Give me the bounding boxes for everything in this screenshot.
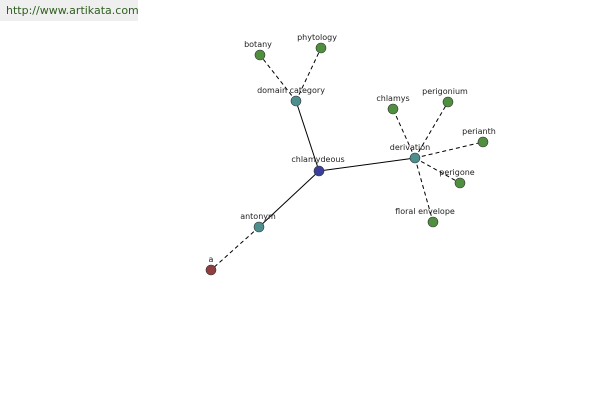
node-antonym-label: antonym [240, 212, 276, 221]
node-domain-category[interactable]: domain category [257, 86, 325, 107]
node-floral-envelope-dot[interactable] [427, 216, 439, 228]
edge-derivation-to-perigonium [414, 101, 449, 159]
node-perigonium-dot[interactable] [442, 96, 454, 108]
node-perigonium[interactable]: perigonium [422, 87, 468, 108]
node-antonym-dot[interactable] [253, 221, 265, 233]
node-phytology-label: phytology [297, 33, 337, 42]
edge-domain-category-to-botany [259, 54, 297, 102]
node-floral-envelope[interactable]: floral envelope [395, 207, 455, 228]
node-botany-dot[interactable] [254, 49, 266, 61]
node-a-dot[interactable] [205, 264, 217, 276]
node-derivation-label: derivation [390, 143, 430, 152]
edges-layer [210, 47, 484, 271]
node-botany-label: botany [244, 40, 272, 49]
edge-derivation-to-perigone [414, 157, 461, 184]
edge-derivation-to-chlamys [392, 108, 416, 159]
edge-chlamydeous-to-antonym [258, 170, 320, 228]
node-a-label: a [209, 255, 214, 264]
node-chlamys-label: chlamys [376, 94, 409, 103]
node-perigone-dot[interactable] [454, 177, 466, 189]
node-perianth-label: perianth [462, 127, 496, 136]
node-phytology[interactable]: phytology [297, 33, 337, 54]
node-domain-category-dot[interactable] [290, 95, 302, 107]
node-chlamys-dot[interactable] [387, 103, 399, 115]
node-antonym[interactable]: antonym [240, 212, 276, 233]
node-derivation-dot[interactable] [409, 152, 421, 164]
nodes-layer: chlamydeous domain category botany phytolog… [205, 33, 496, 276]
edge-chlamydeous-to-domain-category [295, 100, 320, 172]
node-perigone[interactable]: perigone [439, 168, 475, 189]
edge-chlamydeous-to-derivation [318, 157, 416, 172]
edge-antonym-to-a [210, 226, 260, 271]
node-perigonium-label: perigonium [422, 87, 468, 96]
edge-derivation-to-perianth [414, 141, 484, 159]
node-chlamys[interactable]: chlamys [376, 94, 410, 115]
node-chlamydeous[interactable]: chlamydeous [291, 155, 345, 177]
node-perigone-label: perigone [439, 168, 475, 177]
node-perianth[interactable]: perianth [462, 127, 496, 148]
node-chlamydeous-label: chlamydeous [291, 155, 344, 164]
node-perianth-dot[interactable] [477, 136, 489, 148]
node-a[interactable]: a [205, 255, 217, 276]
node-phytology-dot[interactable] [315, 42, 327, 54]
node-domain-category-label: domain category [257, 86, 325, 95]
node-floral-envelope-label: floral envelope [395, 207, 455, 216]
node-botany[interactable]: botany [244, 40, 272, 61]
edge-domain-category-to-phytology [295, 47, 322, 102]
node-chlamydeous-dot[interactable] [313, 165, 325, 177]
source-url[interactable]: http://www.artikata.com [0, 0, 139, 21]
node-derivation[interactable]: derivation [390, 143, 430, 164]
